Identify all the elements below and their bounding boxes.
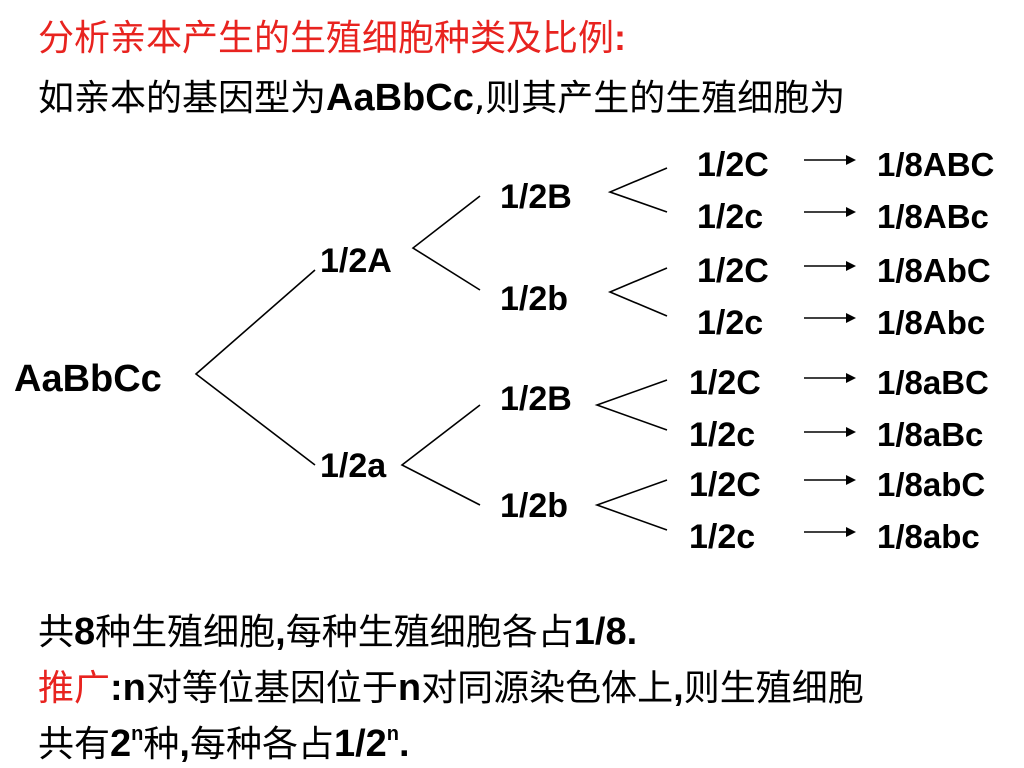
root-branch <box>194 269 316 466</box>
general-l2-t1: 共有 <box>38 724 111 765</box>
general-line-1: 推广:n对等位基因位于n对同源染色体上,则生殖细胞 <box>38 668 864 709</box>
tree-result-4: 1/8Abc <box>877 304 985 341</box>
intro-suffix: ,则其产生的生殖细胞为 <box>473 78 846 119</box>
tree-l3-c-1: 1/2c <box>697 198 763 236</box>
general-l2-fraction: 1/2 <box>333 723 387 765</box>
tree-result-8: 1/8abc <box>877 518 980 555</box>
tree-l2-b-1: 1/2b <box>500 280 568 318</box>
general-n2: n <box>397 667 422 709</box>
general-line-2: 共有2n种,每种各占1/2n. <box>38 724 410 765</box>
arrowheads <box>846 155 856 537</box>
arrowhead-8 <box>846 527 856 537</box>
tree-result-6: 1/8aBc <box>877 416 983 453</box>
general-n1: n <box>122 667 146 709</box>
b-branch-1 <box>607 167 668 213</box>
tree-l3-C-2: 1/2C <box>697 252 769 290</box>
tree-branches <box>194 159 848 533</box>
tree-root-genotype: AaBbCc <box>14 358 162 400</box>
summary-t1: 共 <box>38 612 75 653</box>
arrowhead-1 <box>846 155 856 165</box>
general-l2-exponent: n <box>131 723 144 745</box>
intro-prefix: 如亲本的基因型为 <box>38 78 327 119</box>
general-l2-end: . <box>399 723 410 765</box>
summary-count: 8 <box>74 611 96 653</box>
heading-colon: : <box>614 17 627 58</box>
general-t4: 则生殖细胞 <box>683 668 864 709</box>
tree-result-7: 1/8abC <box>877 466 985 503</box>
tree-result-2: 1/8ABc <box>877 198 989 235</box>
general-comma: , <box>673 667 684 709</box>
general-label: 推广 <box>38 668 111 709</box>
tree-l3-C-4: 1/2C <box>689 466 761 504</box>
general-t2: 对同源染色体上 <box>421 668 674 709</box>
summary-fraction: 1/8. <box>573 611 638 653</box>
arrowhead-3 <box>846 261 856 271</box>
tree-l1-a: 1/2a <box>320 447 387 485</box>
tree-l3-c-4: 1/2c <box>689 518 755 556</box>
a-lower-branch <box>400 404 481 506</box>
heading: 分析亲本产生的生殖细胞种类及比例: <box>38 18 626 59</box>
tree-result-5: 1/8aBC <box>877 364 989 401</box>
summary-line: 共8种生殖细胞,每种生殖细胞各占1/8. <box>38 612 637 653</box>
b-branch-4 <box>594 479 668 531</box>
tree-l2-B-1: 1/2B <box>500 178 572 216</box>
general-t1: 对等位基因位于 <box>145 668 398 709</box>
a-branch <box>411 195 481 291</box>
arrowhead-2 <box>846 207 856 217</box>
general-l2-comma: , <box>179 723 190 765</box>
tree-result-3: 1/8AbC <box>877 252 991 289</box>
arrowhead-6 <box>846 427 856 437</box>
arrowhead-4 <box>846 313 856 323</box>
summary-comma: , <box>275 611 286 653</box>
heading-text: 分析亲本产生的生殖细胞种类及比例 <box>38 18 615 59</box>
summary-t4: 每种生殖细胞各占 <box>285 612 574 653</box>
intro-line: 如亲本的基因型为AaBbCc,则其产生的生殖细胞为 <box>38 78 845 119</box>
tree-l3-c-2: 1/2c <box>697 304 763 342</box>
tree-l1-A: 1/2A <box>320 242 392 280</box>
general-l2-base: 2 <box>110 723 132 765</box>
arrowhead-5 <box>846 373 856 383</box>
general-l2-exponent-2: n <box>386 723 400 745</box>
b-branch-3 <box>594 379 668 431</box>
general-l2-t2: 种 <box>143 724 180 765</box>
tree-l3-C-3: 1/2C <box>689 364 761 402</box>
tree-l3-C-1: 1/2C <box>697 146 769 184</box>
tree-l3-c-3: 1/2c <box>689 416 755 454</box>
intro-genotype: AaBbCc <box>326 77 474 119</box>
tree-result-1: 1/8ABC <box>877 146 994 183</box>
b-branch-2 <box>607 267 668 317</box>
arrowhead-7 <box>846 475 856 485</box>
tree-l2-b-2: 1/2b <box>500 487 568 525</box>
tree-l2-B-2: 1/2B <box>500 380 572 418</box>
general-colon: : <box>110 667 123 709</box>
general-l2-t4: 每种各占 <box>189 724 334 765</box>
summary-t2: 种生殖细胞 <box>95 612 276 653</box>
